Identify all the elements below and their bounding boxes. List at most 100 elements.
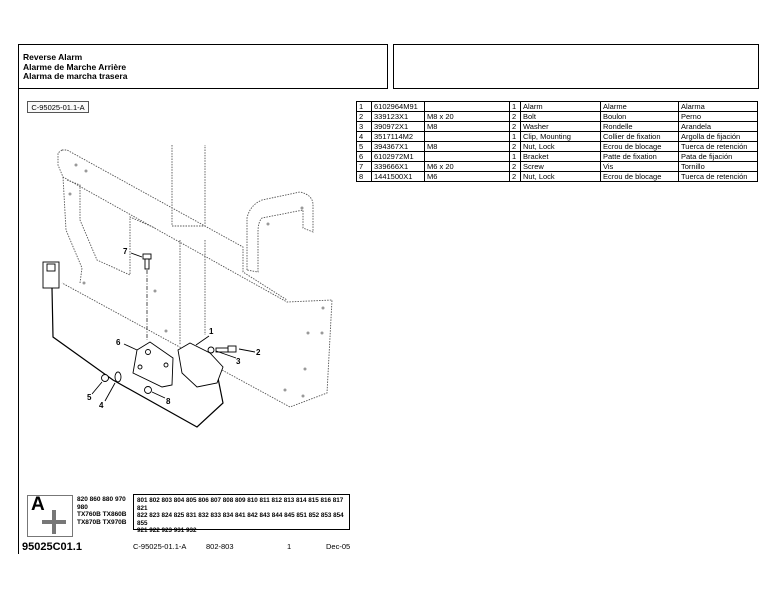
description-spanish-cell: Tornillo <box>678 161 758 172</box>
bolt-2-head <box>227 345 237 353</box>
figure-reference: C-95025-01.1-A <box>133 542 187 551</box>
description-spanish-cell: Perno <box>678 111 758 122</box>
screw-7-shank <box>144 258 150 270</box>
part-number-cell: 3517114M2 <box>371 131 425 142</box>
specification-cell: M6 x 20 <box>424 161 510 172</box>
date: Dec-05 <box>326 542 351 551</box>
ref-number-cell: 1 <box>356 101 372 112</box>
alarm-assembly <box>42 253 237 428</box>
frame-holes <box>68 163 325 398</box>
ref-number-cell: 2 <box>356 111 372 122</box>
washer-3 <box>207 346 215 354</box>
quantity-cell: 2 <box>509 111 521 122</box>
part-number-cell: 1441500X1 <box>371 171 425 182</box>
description-spanish-cell: Pata de fijación <box>678 151 758 162</box>
description-spanish-cell: Tuerca de retención <box>678 141 758 152</box>
leader-lines <box>91 252 256 402</box>
callout-7: 7 <box>123 247 128 256</box>
alarm-cable <box>51 287 224 428</box>
serial-line: 801 802 803 804 805 806 807 808 809 810 … <box>137 497 344 512</box>
serial-line: 822 823 824 825 831 832 833 834 841 842 … <box>137 512 344 527</box>
notes-box <box>393 44 759 89</box>
plus-icon-v <box>52 510 56 534</box>
model-list: 820 860 880 970 980 TX760B TX860B TX870B… <box>77 496 127 526</box>
callout-4: 4 <box>99 401 104 410</box>
specification-cell <box>424 101 510 112</box>
description-french-cell: Rondelle <box>600 121 679 132</box>
quantity-cell: 2 <box>509 121 521 132</box>
title-spanish: Alarma de marcha trasera <box>23 71 128 81</box>
description-french-cell: Ecrou de blocage <box>600 171 679 182</box>
bracket-part <box>132 341 174 388</box>
title-french: Alarme de Marche Arrière <box>23 61 127 72</box>
part-number-cell: 390972X1 <box>371 121 425 132</box>
quantity-cell: 2 <box>509 171 521 182</box>
specification-cell: M8 x 20 <box>424 111 510 122</box>
quantity-cell: 1 <box>509 101 521 112</box>
specification-cell <box>424 131 510 142</box>
ref-number-cell: 6 <box>356 151 372 162</box>
description-english-cell: Nut, Lock <box>520 141 601 152</box>
ref-number-cell: 5 <box>356 141 372 152</box>
callout-2: 2 <box>256 348 261 357</box>
description-english-cell: Nut, Lock <box>520 171 601 182</box>
serial-line: 921 922 923 931 932 <box>137 527 197 534</box>
description-french-cell: Vis <box>600 161 679 172</box>
tractor-frame <box>57 145 333 408</box>
description-spanish-cell: Alarma <box>678 101 758 112</box>
range: 802-803 <box>206 542 234 551</box>
description-french-cell: Boulon <box>600 111 679 122</box>
description-english-cell: Bracket <box>520 151 601 162</box>
nut-8 <box>144 386 152 394</box>
title-box: Reverse Alarm Alarme de Marche Arrière A… <box>18 44 388 89</box>
ref-number-cell: 4 <box>356 131 372 142</box>
description-french-cell: Collier de fixation <box>600 131 679 142</box>
description-english-cell: Washer <box>520 121 601 132</box>
quantity-cell: 2 <box>509 141 521 152</box>
specification-cell: M8 <box>424 141 510 152</box>
page-id: 95025C01.1 <box>22 541 82 553</box>
description-english-cell: Bolt <box>520 111 601 122</box>
bolt-2-shank <box>215 347 229 353</box>
part-number-cell: 339666X1 <box>371 161 425 172</box>
callout-1: 1 <box>209 327 214 336</box>
applicability-icon: A <box>27 494 73 537</box>
alarm-body <box>177 342 224 388</box>
quantity-cell: 1 <box>509 131 521 142</box>
nut-5 <box>101 374 109 382</box>
model-line: 980 <box>77 503 88 511</box>
icon-letter: A <box>31 494 45 515</box>
model-line: TX760B TX860B <box>77 511 127 518</box>
ref-number-cell: 8 <box>356 171 372 182</box>
description-french-cell: Ecrou de blocage <box>600 141 679 152</box>
part-number-cell: 6102964M91 <box>371 101 425 112</box>
specification-cell: M8 <box>424 121 510 132</box>
part-number-cell: 339123X1 <box>371 111 425 122</box>
model-line: TX870B TX970B <box>77 518 127 526</box>
serial-range-box: 801 802 803 804 805 806 807 808 809 810 … <box>133 494 350 534</box>
callout-8: 8 <box>166 397 171 406</box>
description-english-cell: Screw <box>520 161 601 172</box>
ref-number-cell: 3 <box>356 121 372 132</box>
figure-label: C-95025-01.1-A <box>27 101 89 113</box>
ref-number-cell: 7 <box>356 161 372 172</box>
description-english-cell: Alarm <box>520 101 601 112</box>
description-spanish-cell: Arandela <box>678 121 758 132</box>
quantity-cell: 1 <box>509 151 521 162</box>
title-english: Reverse Alarm <box>23 52 83 62</box>
part-number-cell: 394367X1 <box>371 141 425 152</box>
description-spanish-cell: Argolla de fijación <box>678 131 758 142</box>
description-french-cell: Patte de fixation <box>600 151 679 162</box>
callout-5: 5 <box>87 393 92 402</box>
